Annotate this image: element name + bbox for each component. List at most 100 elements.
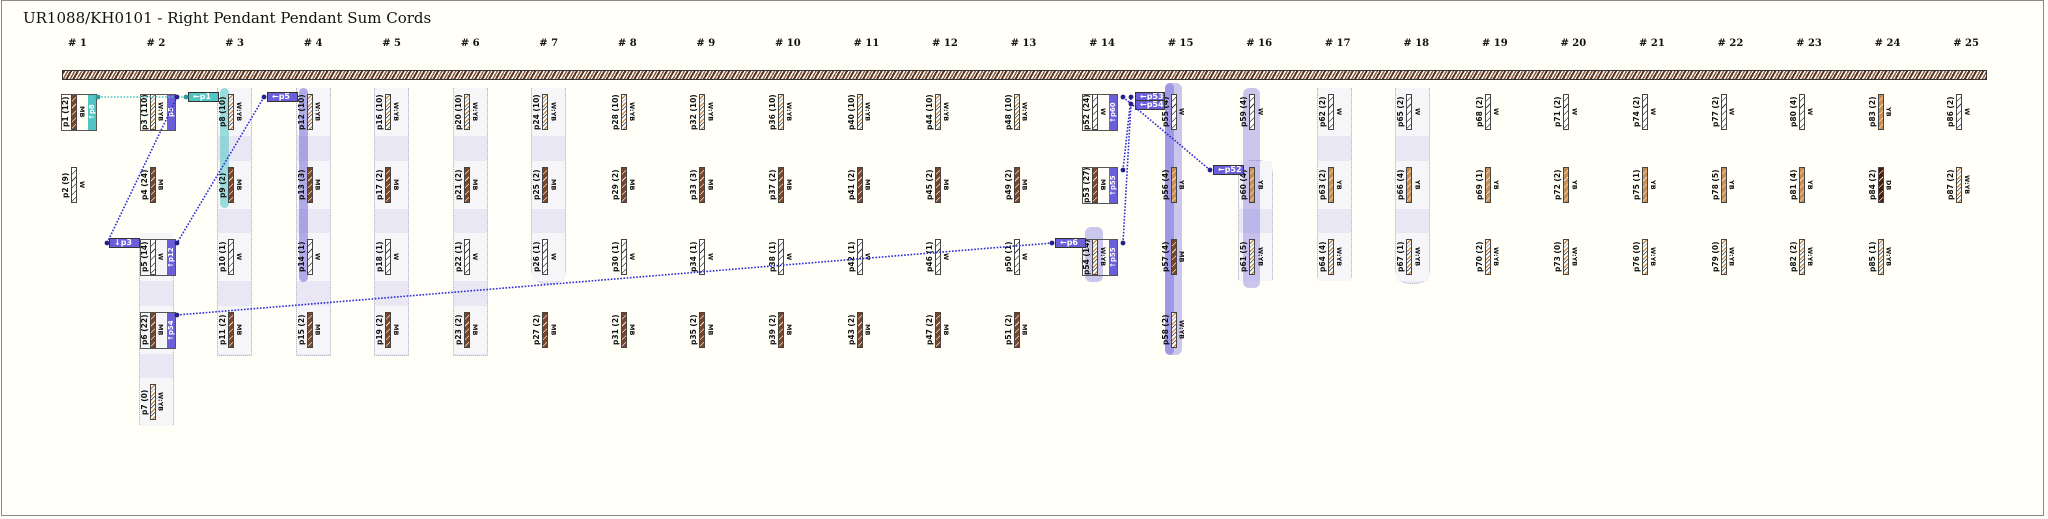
pendant-cord-p55[interactable]: p55 (4)W <box>1161 94 1186 130</box>
link-endpoint-dot[interactable] <box>174 94 180 100</box>
pendant-cord-p80[interactable]: p80 (4)W <box>1789 94 1814 130</box>
link-endpoint-dot[interactable] <box>95 94 101 100</box>
sum-box-p5[interactable]: ↑p12 <box>139 239 176 276</box>
link-endpoint-dot[interactable] <box>1120 167 1126 173</box>
pendant-cord-p58[interactable]: p58 (2)W:YB <box>1161 312 1186 348</box>
link-label-p54[interactable]: ←p54 <box>1135 100 1165 110</box>
pendant-cord-p33[interactable]: p33 (3)MB <box>689 167 714 203</box>
pendant-cord-p83[interactable]: p83 (2)YB <box>1868 94 1893 130</box>
pendant-cord-p30[interactable]: p30 (1)W <box>611 239 636 275</box>
pendant-cord-p74[interactable]: p74 (2)W <box>1632 94 1657 130</box>
pendant-cord-p15[interactable]: p15 (2)MB <box>297 312 322 348</box>
pendant-cord-p45[interactable]: p45 (2)MB <box>925 167 950 203</box>
pendant-cord-p32[interactable]: p32 (10)W:YB <box>689 94 714 130</box>
pendant-cord-p37[interactable]: p37 (2)MB <box>768 167 793 203</box>
link-endpoint-dot[interactable] <box>1207 167 1213 173</box>
pendant-cord-p63[interactable]: p63 (2)YB <box>1318 167 1343 203</box>
pendant-cord-p51[interactable]: p51 (2)MB <box>1004 312 1029 348</box>
pendant-cord-p46[interactable]: p46 (1)W <box>925 239 950 275</box>
pendant-cord-p28[interactable]: p28 (10)W:YB <box>611 94 636 130</box>
link-endpoint-dot[interactable] <box>1120 240 1126 246</box>
link-endpoint-dot[interactable] <box>1120 94 1126 100</box>
pendant-cord-p19[interactable]: p19 (2)MB <box>375 312 400 348</box>
link-label-p52[interactable]: ←p52 <box>1213 165 1244 175</box>
pendant-cord-p29[interactable]: p29 (2)MB <box>611 167 636 203</box>
pendant-cord-p61[interactable]: p61 (5)W:YB <box>1239 239 1264 275</box>
pendant-cord-p85[interactable]: p85 (1)W:YB <box>1868 239 1893 275</box>
pendant-cord-p9[interactable]: p9 (2)MB <box>218 167 243 203</box>
pendant-cord-p68[interactable]: p68 (2)W <box>1475 94 1500 130</box>
link-endpoint-dot[interactable] <box>261 94 267 100</box>
pendant-cord-p59[interactable]: p59 (4)W <box>1239 94 1264 130</box>
pendant-cord-p34[interactable]: p34 (1)W <box>689 239 714 275</box>
link-endpoint-dot[interactable] <box>104 240 110 246</box>
pendant-cord-p24[interactable]: p24 (10)W:YB <box>532 94 557 130</box>
pendant-cord-p77[interactable]: p77 (2)W <box>1711 94 1736 130</box>
pendant-cord-p39[interactable]: p39 (2)MB <box>768 312 793 348</box>
link-endpoint-dot[interactable] <box>1049 240 1055 246</box>
pendant-cord-p49[interactable]: p49 (2)MB <box>1004 167 1029 203</box>
pendant-cord-p78[interactable]: p78 (5)YB <box>1711 167 1736 203</box>
pendant-cord-p22[interactable]: p22 (1)W <box>454 239 479 275</box>
pendant-cord-p4[interactable]: p4 (24)MB <box>140 167 165 203</box>
link-label-p6[interactable]: ←p6 <box>1055 238 1086 248</box>
pendant-cord-p50[interactable]: p50 (1)W <box>1004 239 1029 275</box>
pendant-cord-p69[interactable]: p69 (1)YB <box>1475 167 1500 203</box>
pendant-cord-p65[interactable]: p65 (2)W <box>1396 94 1421 130</box>
link-endpoint-dot[interactable] <box>174 240 180 246</box>
pendant-cord-p75[interactable]: p75 (1)YB <box>1632 167 1657 203</box>
pendant-cord-p71[interactable]: p71 (2)W <box>1553 94 1578 130</box>
pendant-cord-p62[interactable]: p62 (2)W <box>1318 94 1343 130</box>
pendant-cord-p64[interactable]: p64 (4)W:YB <box>1318 239 1343 275</box>
pendant-cord-p57[interactable]: p57 (4)MB <box>1161 239 1186 275</box>
pendant-cord-p41[interactable]: p41 (2)MB <box>847 167 872 203</box>
pendant-cord-p21[interactable]: p21 (2)MB <box>454 167 479 203</box>
sum-box-p53[interactable]: ↑p55 <box>1082 167 1119 204</box>
sum-box-p3[interactable]: p5 <box>139 94 176 131</box>
link-label-p1[interactable]: ←p1 <box>188 92 219 102</box>
pendant-cord-p35[interactable]: p35 (2)MB <box>689 312 714 348</box>
pendant-cord-p72[interactable]: p72 (2)YB <box>1553 167 1578 203</box>
pendant-cord-p70[interactable]: p70 (2)W:YB <box>1475 239 1500 275</box>
pendant-cord-p43[interactable]: p43 (2)MB <box>847 312 872 348</box>
pendant-cord-p25[interactable]: p25 (2)MB <box>532 167 557 203</box>
pendant-cord-p7[interactable]: p7 (0)W:YB <box>140 384 165 420</box>
sum-box-p6[interactable]: ↑p54 <box>139 312 176 349</box>
sum-box-p52[interactable]: ↑p60 <box>1082 94 1119 131</box>
pendant-cord-p36[interactable]: p36 (10)W:YB <box>768 94 793 130</box>
link-endpoint-dot[interactable] <box>1128 94 1134 100</box>
pendant-cord-p11[interactable]: p11 (2)MB <box>218 312 243 348</box>
pendant-cord-p38[interactable]: p38 (1)W <box>768 239 793 275</box>
pendant-cord-p16[interactable]: p16 (10)W:YB <box>375 94 400 130</box>
pendant-cord-p48[interactable]: p48 (10)W:YB <box>1004 94 1029 130</box>
pendant-cord-p26[interactable]: p26 (1)W <box>532 239 557 275</box>
pendant-cord-p13[interactable]: p13 (3)MB <box>297 167 322 203</box>
pendant-cord-p18[interactable]: p18 (1)W <box>375 239 400 275</box>
pendant-cord-p79[interactable]: p79 (0)W:YB <box>1711 239 1736 275</box>
pendant-cord-p73[interactable]: p73 (0)W:YB <box>1553 239 1578 275</box>
link-endpoint-dot[interactable] <box>183 94 189 100</box>
pendant-cord-p42[interactable]: p42 (1)W <box>847 239 872 275</box>
link-endpoint-dot[interactable] <box>174 312 180 318</box>
link-label-p3[interactable]: ↓p3 <box>109 238 140 248</box>
sum-box-p54[interactable]: ↑p55 <box>1082 239 1119 276</box>
pendant-cord-p23[interactable]: p23 (2)MB <box>454 312 479 348</box>
pendant-cord-p47[interactable]: p47 (2)MB <box>925 312 950 348</box>
pendant-cord-p8[interactable]: p8 (10)W:YB <box>218 94 243 130</box>
pendant-cord-p60[interactable]: p60 (4)YB <box>1239 167 1264 203</box>
pendant-cord-p87[interactable]: p87 (2)W:YB <box>1946 167 1971 203</box>
link-endpoint-dot[interactable] <box>1128 101 1134 107</box>
pendant-cord-p81[interactable]: p81 (4)YB <box>1789 167 1814 203</box>
pendant-cord-p67[interactable]: p67 (1)W:YB <box>1396 239 1421 275</box>
pendant-cord-p27[interactable]: p27 (2)MB <box>532 312 557 348</box>
pendant-cord-p86[interactable]: p86 (2)W <box>1946 94 1971 130</box>
pendant-cord-p2[interactable]: p2 (9)W <box>61 167 86 203</box>
pendant-cord-p14[interactable]: p14 (1)W <box>297 239 322 275</box>
pendant-cord-p17[interactable]: p17 (2)MB <box>375 167 400 203</box>
pendant-cord-p84[interactable]: p84 (2)DB <box>1868 167 1893 203</box>
pendant-cord-p82[interactable]: p82 (2)W:YB <box>1789 239 1814 275</box>
pendant-cord-p44[interactable]: p44 (10)W:YB <box>925 94 950 130</box>
sum-box-p1[interactable]: ↑p8 <box>61 94 97 131</box>
pendant-cord-p12[interactable]: p12 (10)W:YB <box>297 94 322 130</box>
pendant-cord-p20[interactable]: p20 (10)W:YB <box>454 94 479 130</box>
